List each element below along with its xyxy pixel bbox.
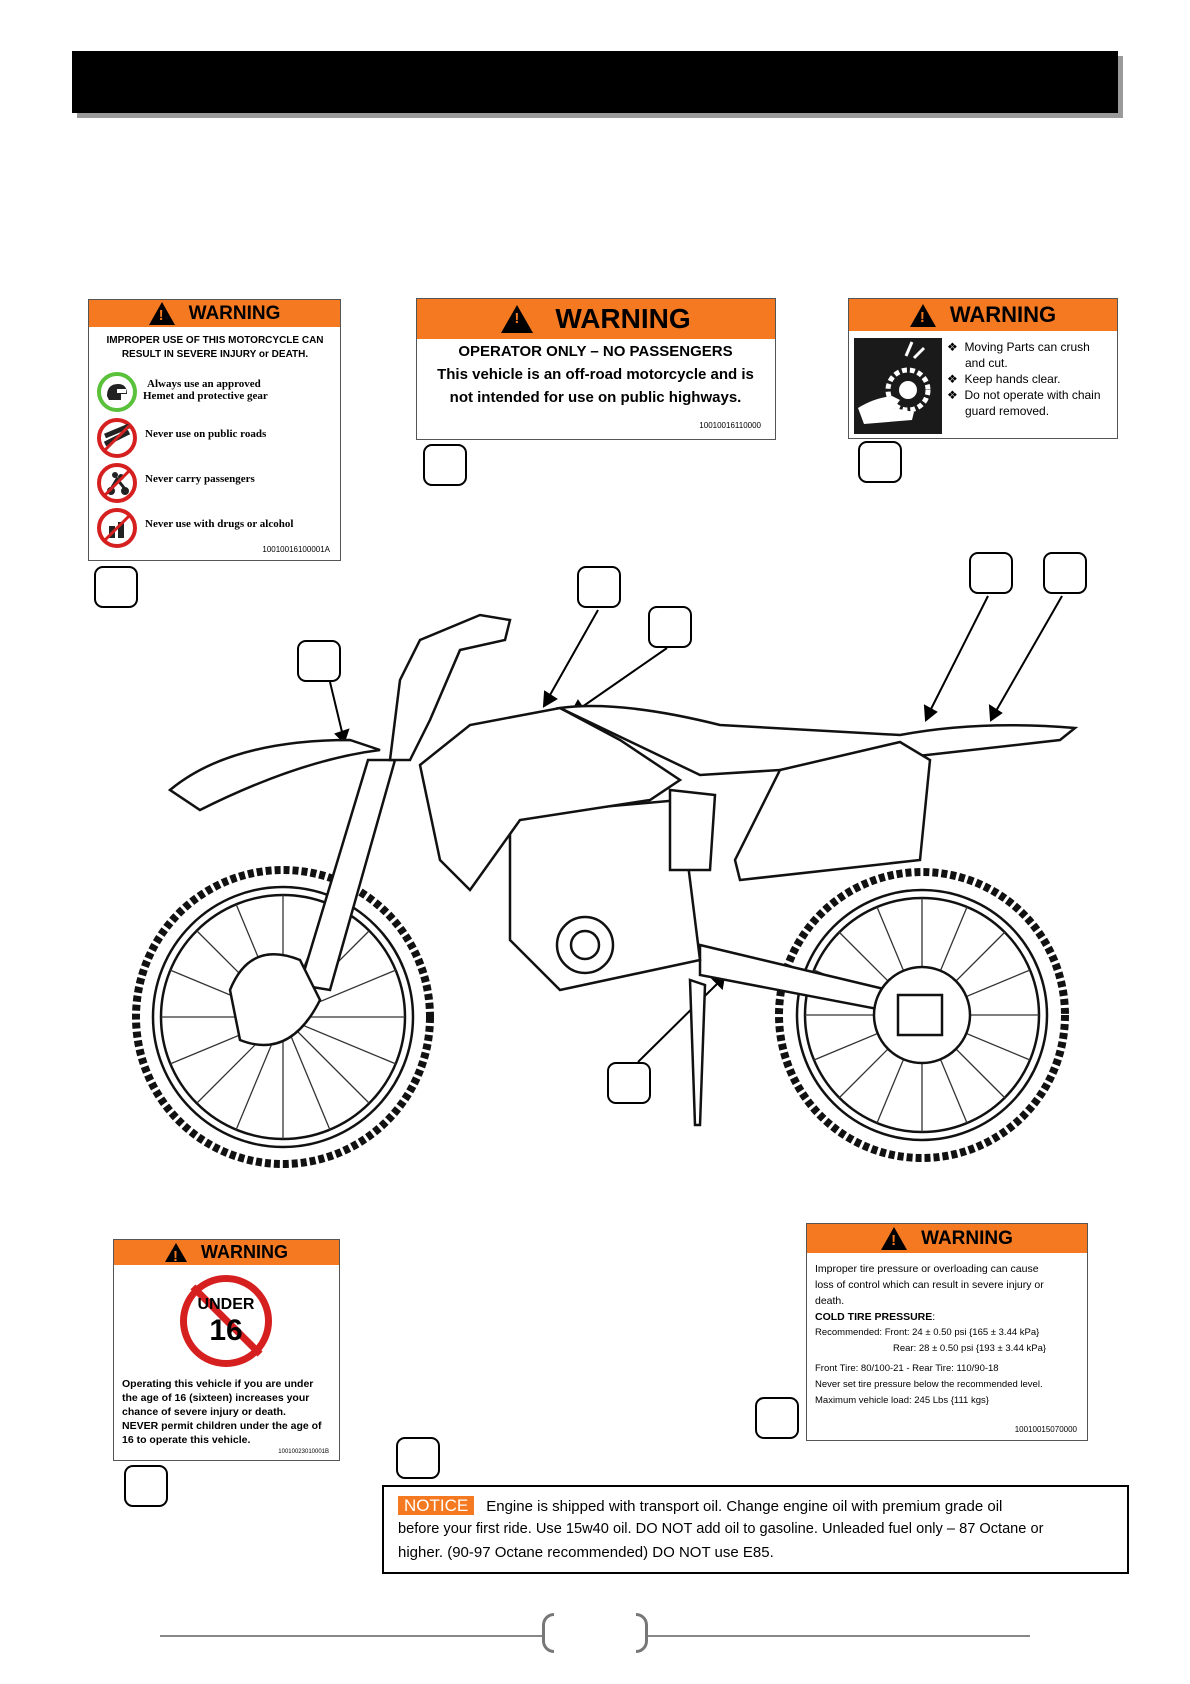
warning-header: WARNING [114,1240,339,1265]
label-item-text: Never carry passengers [145,473,255,485]
bullet-diamond-icon: ❖ [947,372,958,386]
page-number-bracket-left [542,1613,554,1653]
no-public-roads-icon [97,418,137,458]
warning-label-operator-only: WARNING OPERATOR ONLY – NO PASSENGERS Th… [416,298,776,440]
callout-number-box [297,640,341,682]
warning-triangle-icon [148,302,175,325]
label-line: not intended for use on public highways. [449,389,742,406]
warning-header: WARNING [89,300,340,327]
warning-label-moving-parts: WARNING ❖ Moving Parts can crush and cut… [848,298,1118,439]
bullet-diamond-icon: ❖ [947,388,958,402]
callout-number-box [396,1437,440,1479]
no-under-16-icon: UNDER 16 [180,1275,272,1367]
warning-triangle-icon [165,1243,187,1265]
no-drugs-alcohol-icon [97,508,137,548]
label-line: OPERATOR ONLY – NO PASSENGERS [458,343,733,360]
bullet-diamond-icon: ❖ [947,340,958,354]
callout-number-box [1043,552,1087,594]
callout-number-box [577,566,621,608]
callout-number-box [858,441,902,483]
label-item-text: Never use with drugs or alcohol [145,518,294,530]
bullet-list: ❖ Moving Parts can crush and cut. ❖ Keep… [947,340,1101,418]
callout-number-box [969,552,1013,594]
label-code: 10010023010001B [278,1449,329,1455]
label-code: 10010016100001A [262,545,330,554]
label-body: Operating this vehicle if you are under … [122,1378,322,1446]
callout-number-box [124,1465,168,1507]
page-number-bracket-right [636,1613,648,1653]
sign-text-top: UNDER [197,1296,255,1313]
callout-number-box [94,566,138,608]
label-item-text: Never use on public roads [145,428,267,440]
warning-header: WARNING [807,1224,1087,1253]
no-passengers-icon [97,463,137,503]
label-code: 10010015070000 [1014,1425,1077,1434]
callout-number-box [755,1397,799,1439]
label-code: 10010016110000 [699,421,761,430]
callout-number-box [648,606,692,648]
hand-chain-crush-icon [854,338,942,434]
warning-triangle-icon [501,305,534,333]
section-title-bar [72,51,1118,113]
warning-triangle-icon [909,303,936,327]
warning-label-under-16: WARNING UNDER 16 Operating this vehicle … [113,1239,340,1461]
helmet-icon [97,372,137,412]
label-line: This vehicle is an off-road motorcycle a… [437,366,754,383]
label-item-text: Always use an approved Hemet and protect… [143,378,268,402]
sign-text-bottom: 16 [209,1314,243,1347]
warning-label-tire-pressure: WARNING Improper tire pressure or overlo… [806,1223,1088,1441]
warning-header: WARNING [849,299,1117,331]
footer-rule-left [160,1635,542,1637]
warning-triangle-icon [881,1227,908,1250]
label-heading: IMPROPER USE OF THIS MOTORCYCLE CAN RESU… [106,335,324,360]
notice-badge: NOTICE [398,1496,475,1515]
callout-number-box [423,444,467,486]
label-body: Improper tire pressure or overloading ca… [815,1263,1047,1406]
warning-header: WARNING [417,299,775,339]
footer-rule-right [648,1635,1030,1637]
callout-number-box [607,1062,651,1104]
warning-label-improper-use: WARNING IMPROPER USE OF THIS MOTORCYCLE … [88,299,341,561]
